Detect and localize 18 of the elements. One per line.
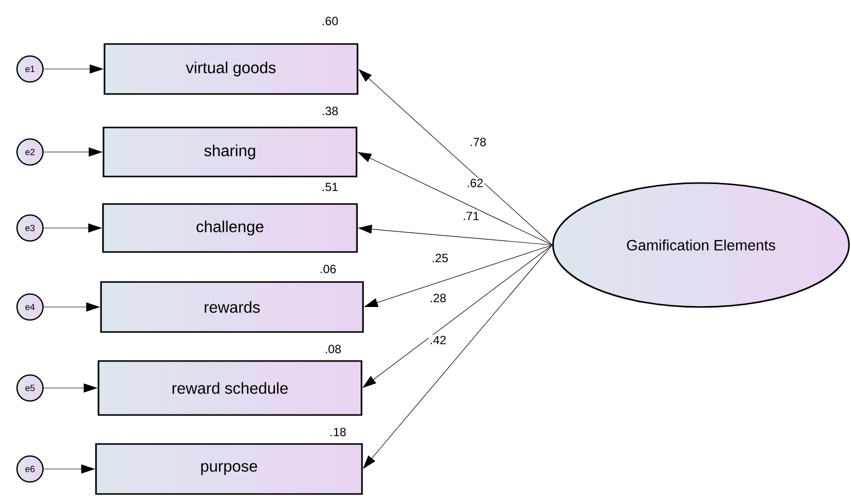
- observed-variable-box: rewards: [100, 281, 364, 333]
- r-squared-value: .18: [330, 428, 346, 436]
- observed-variable-box: sharing: [102, 126, 358, 178]
- edge-label: .42: [428, 334, 448, 346]
- r-squared-value: .06: [320, 264, 336, 274]
- observed-variable-box: reward schedule: [98, 360, 362, 416]
- edge-label: .25: [430, 252, 450, 264]
- r-squared-value: .38: [322, 106, 338, 116]
- r-squared-value: .08: [326, 344, 341, 354]
- observed-variable-box: challenge: [102, 203, 358, 253]
- edge-label: .28: [428, 292, 448, 304]
- r-squared-value: .60: [322, 16, 338, 26]
- r-squared-value: .51: [322, 182, 338, 192]
- edge-label: .71: [462, 210, 480, 222]
- observed-variable-box: virtual goods: [104, 43, 358, 95]
- edge-label: .78: [468, 136, 488, 148]
- observed-variable-box: purpose: [95, 443, 363, 495]
- edge-label: .62: [466, 178, 484, 188]
